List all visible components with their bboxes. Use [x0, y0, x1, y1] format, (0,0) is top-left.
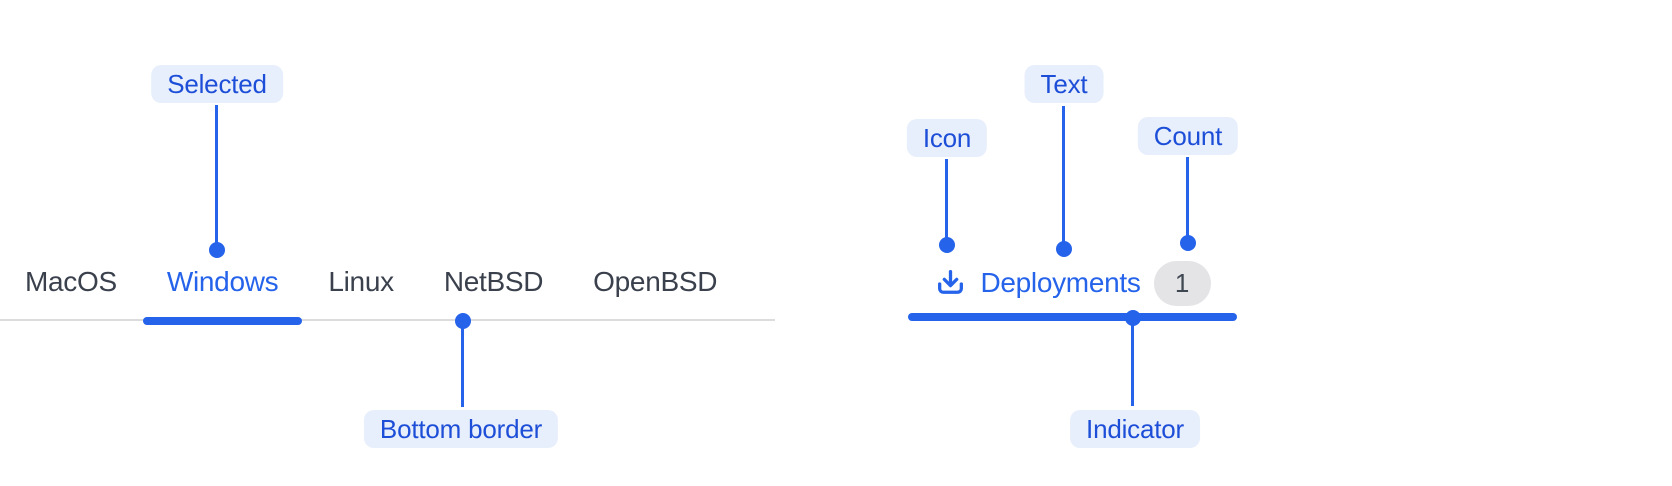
tab-deployments-count-badge: 1 [1153, 260, 1211, 306]
icon-annotation-label: Icon [906, 119, 988, 157]
tab-bar: MacOS Windows Linux NetBSD OpenBSD [0, 253, 775, 325]
tab-windows-label: Windows [166, 266, 279, 297]
bottom-border-annotation-label: Bottom border [363, 410, 559, 448]
active-tab-indicator [908, 313, 1237, 321]
bottom-border-connector-line [461, 327, 464, 407]
indicator-annotation-label: Indicator [1070, 410, 1200, 448]
indicator-connector-line [1131, 323, 1134, 406]
tab-linux[interactable]: Linux [303, 266, 418, 319]
tab-openbsd-label: OpenBSD [593, 266, 718, 297]
count-connector-dot [1180, 235, 1196, 251]
indicator-connector-dot [1125, 310, 1141, 326]
tab-linux-label: Linux [328, 266, 394, 297]
tab-openbsd[interactable]: OpenBSD [568, 266, 742, 319]
bottom-border-connector-dot [455, 313, 471, 329]
tab-windows[interactable]: Windows [142, 266, 304, 325]
tab-macos-label: MacOS [25, 266, 117, 297]
download-icon [934, 267, 967, 300]
icon-connector-dot [939, 237, 955, 253]
tab-netbsd[interactable]: NetBSD [419, 266, 568, 319]
tab-macos[interactable]: MacOS [0, 266, 142, 319]
tab-deployments-label: Deployments [980, 267, 1141, 298]
tab-netbsd-label: NetBSD [443, 266, 544, 297]
selected-annotation-label: Selected [151, 65, 283, 103]
selected-connector-dot [209, 242, 225, 258]
count-annotation-label: Count [1137, 117, 1239, 155]
text-connector-dot [1056, 241, 1072, 257]
text-connector-line [1062, 106, 1065, 242]
tab-deployments[interactable]: Deployments 1 [908, 258, 1237, 308]
icon-connector-line [945, 159, 948, 238]
active-tab-bottom-border [142, 317, 303, 325]
selected-connector-line [215, 105, 218, 244]
text-annotation-label: Text [1024, 65, 1104, 103]
count-connector-line [1186, 157, 1189, 236]
